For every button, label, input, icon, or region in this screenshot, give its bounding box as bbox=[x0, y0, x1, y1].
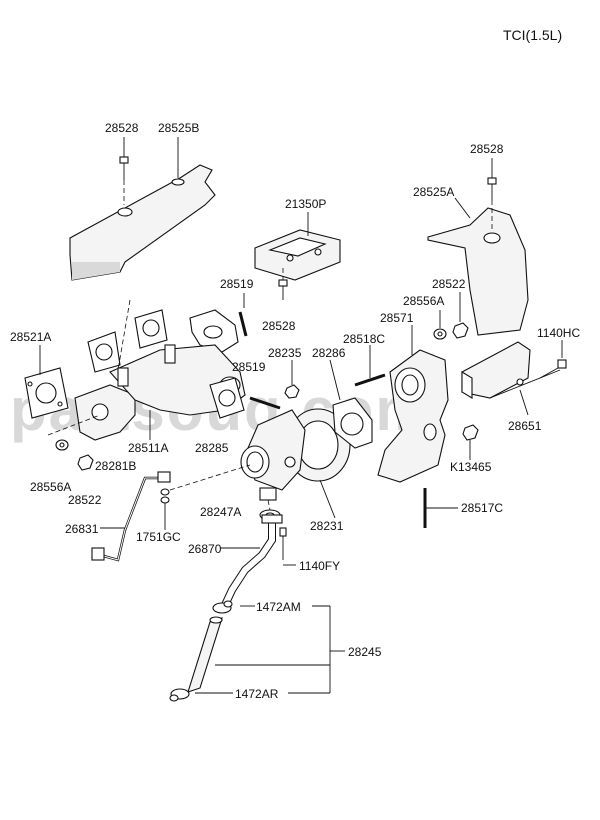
exhaust-pipe-28571[interactable] bbox=[377, 349, 449, 483]
nut-k13465[interactable] bbox=[462, 424, 479, 441]
gasket-28521a[interactable] bbox=[24, 367, 69, 419]
stud-28519-b[interactable] bbox=[249, 396, 281, 410]
bracket-21350p[interactable] bbox=[254, 229, 341, 281]
label-28521a[interactable]: 28521A bbox=[10, 330, 51, 344]
label-28285[interactable]: 28285 bbox=[195, 441, 229, 455]
label-28281b[interactable]: 28281B bbox=[95, 459, 136, 473]
label-28556a-left[interactable]: 28556A bbox=[30, 480, 71, 494]
label-26831[interactable]: 26831 bbox=[65, 522, 99, 536]
gasket-28286[interactable] bbox=[332, 397, 373, 449]
stud-28519-a[interactable] bbox=[238, 311, 248, 337]
label-28518c[interactable]: 28518C bbox=[343, 332, 385, 346]
label-21350p[interactable]: 21350P bbox=[285, 197, 326, 211]
label-1751gc[interactable]: 1751GC bbox=[136, 530, 181, 544]
nut-28522-left[interactable] bbox=[77, 454, 94, 471]
washer-28556a-left[interactable] bbox=[55, 439, 69, 451]
oil-feed-pipe-26831[interactable] bbox=[91, 476, 160, 562]
label-1472am[interactable]: 1472AM bbox=[256, 600, 301, 614]
bolt-1140fy[interactable] bbox=[279, 527, 296, 566]
bolt-28281b[interactable] bbox=[157, 471, 171, 483]
label-26870[interactable]: 26870 bbox=[188, 542, 222, 556]
label-28511a[interactable]: 28511A bbox=[128, 441, 168, 455]
label-28651[interactable]: 28651 bbox=[508, 419, 542, 433]
gasket-28285[interactable] bbox=[209, 377, 245, 419]
label-28528-top-right[interactable]: 28528 bbox=[470, 142, 504, 156]
label-28517c[interactable]: 28517C bbox=[461, 501, 503, 515]
label-28522-right[interactable]: 28522 bbox=[432, 277, 466, 291]
bracket-28651[interactable] bbox=[461, 341, 531, 399]
label-28231[interactable]: 28231 bbox=[310, 519, 344, 533]
label-1472ar[interactable]: 1472AR bbox=[235, 687, 279, 701]
label-28522-left[interactable]: 28522 bbox=[68, 493, 102, 507]
clamp-1472ar[interactable] bbox=[169, 688, 190, 702]
label-28286[interactable]: 28286 bbox=[312, 346, 346, 360]
heat-shield-28525a[interactable] bbox=[427, 207, 529, 336]
nut-28235[interactable] bbox=[284, 384, 300, 399]
manifold-gasket-set[interactable] bbox=[87, 309, 239, 373]
label-28519-lower[interactable]: 28519 bbox=[232, 360, 266, 374]
heat-shield-28525b[interactable] bbox=[69, 164, 216, 281]
hose-28245[interactable] bbox=[187, 616, 223, 693]
label-28528-bracket[interactable]: 28528 bbox=[262, 319, 296, 333]
washer-1751gc[interactable] bbox=[160, 488, 170, 504]
label-28235[interactable]: 28235 bbox=[268, 346, 302, 360]
label-28571[interactable]: 28571 bbox=[380, 311, 414, 325]
label-1140fy[interactable]: 1140FY bbox=[299, 559, 340, 573]
label-k13465[interactable]: K13465 bbox=[450, 460, 492, 474]
label-28245[interactable]: 28245 bbox=[348, 645, 382, 659]
label-28247a[interactable]: 28247A bbox=[200, 505, 241, 519]
label-28525a[interactable]: 28525A bbox=[413, 185, 454, 199]
bolt-28528-c[interactable] bbox=[487, 177, 497, 200]
clamp-1472am[interactable] bbox=[212, 600, 233, 614]
label-28519-upper[interactable]: 28519 bbox=[220, 277, 254, 291]
washer-28556a-right[interactable] bbox=[433, 328, 447, 340]
oil-return-pipe-26870[interactable] bbox=[221, 514, 283, 607]
label-28525b[interactable]: 28525B bbox=[158, 121, 199, 135]
stud-28518c[interactable] bbox=[354, 373, 386, 387]
diagram-title: TCI(1.5L) bbox=[503, 27, 562, 43]
bolt-28528-b[interactable] bbox=[278, 279, 288, 300]
bolt-1140hc[interactable] bbox=[539, 359, 567, 379]
label-28556a-right[interactable]: 28556A bbox=[403, 294, 444, 308]
label-28528-top-left[interactable]: 28528 bbox=[105, 121, 139, 135]
exhaust-manifold-28511a[interactable] bbox=[74, 344, 246, 441]
turbocharger-28231[interactable] bbox=[240, 408, 351, 501]
label-1140hc[interactable]: 1140HC bbox=[537, 326, 580, 340]
nut-28522-right[interactable] bbox=[452, 322, 469, 339]
bolt-28528-a[interactable] bbox=[119, 156, 129, 180]
